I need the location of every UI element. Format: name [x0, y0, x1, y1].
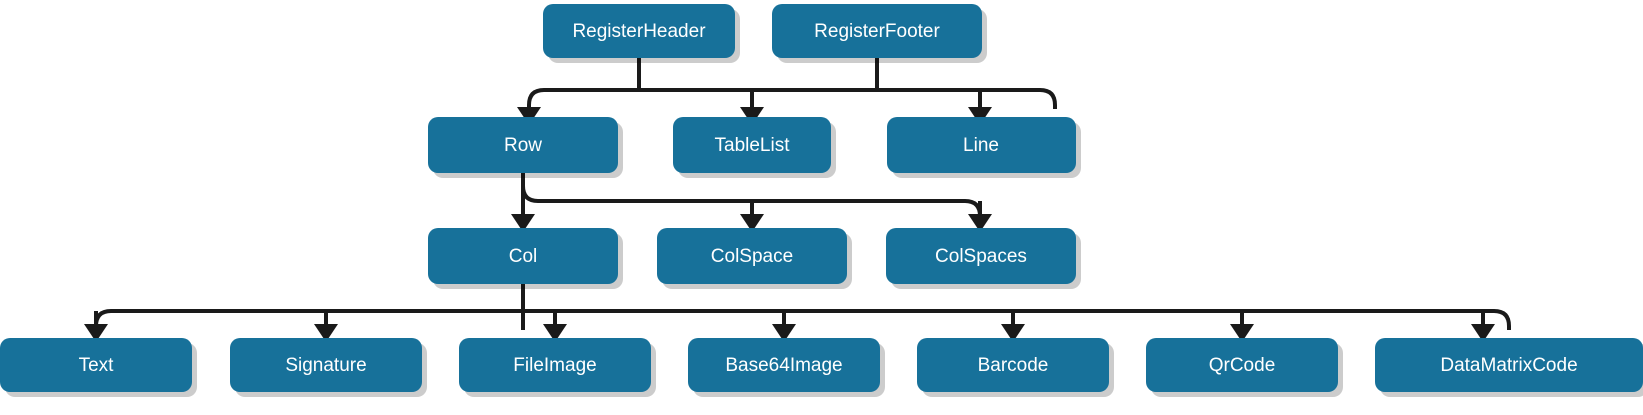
node-signature-box[interactable] — [230, 338, 422, 392]
node-col-space[interactable]: ColSpace — [657, 228, 847, 284]
node-col-box[interactable] — [428, 228, 618, 284]
edge-group-level0-to-level1 — [517, 58, 1057, 125]
arrowhead-row — [517, 107, 541, 125]
node-row-box[interactable] — [428, 117, 618, 173]
node-base64-image[interactable]: Base64Image — [688, 338, 880, 392]
node-register-header-box[interactable] — [543, 4, 735, 58]
node-col[interactable]: Col — [428, 228, 618, 284]
node-col-spaces-box[interactable] — [886, 228, 1076, 284]
node-register-footer[interactable]: RegisterFooter — [772, 4, 982, 58]
arrowhead-fileimage — [543, 324, 567, 342]
arrowhead-text — [84, 324, 108, 342]
node-register-footer-box[interactable] — [772, 4, 982, 58]
node-register-header[interactable]: RegisterHeader — [543, 4, 735, 58]
node-col-spaces[interactable]: ColSpaces — [886, 228, 1076, 284]
arrowhead-barcode — [1001, 324, 1025, 342]
node-barcode-box[interactable] — [917, 338, 1109, 392]
arrowhead-base64image — [772, 324, 796, 342]
node-text-box[interactable] — [0, 338, 192, 392]
node-base64-image-box[interactable] — [688, 338, 880, 392]
node-data-matrix-code[interactable]: DataMatrixCode — [1375, 338, 1643, 392]
arrowhead-qrcode — [1230, 324, 1254, 342]
arrowhead-colspaces — [968, 214, 992, 232]
node-file-image[interactable]: FileImage — [459, 338, 651, 392]
arrowhead-signature — [314, 324, 338, 342]
node-line[interactable]: Line — [887, 117, 1076, 173]
node-qr-code-box[interactable] — [1146, 338, 1338, 392]
edge-bus-level3 — [94, 309, 1511, 327]
node-table-list-box[interactable] — [673, 117, 831, 173]
node-data-matrix-code-box[interactable] — [1375, 338, 1643, 392]
arrowhead-tablelist — [740, 107, 764, 125]
node-signature[interactable]: Signature — [230, 338, 422, 392]
edge-group-level1-to-level2 — [511, 173, 992, 232]
node-file-image-box[interactable] — [459, 338, 651, 392]
arrowhead-col — [511, 214, 535, 232]
arrowhead-line — [968, 107, 992, 125]
node-barcode[interactable]: Barcode — [917, 338, 1109, 392]
arrowhead-datamatrixcode — [1471, 324, 1495, 342]
edge-group-level2-to-level3 — [84, 284, 1511, 342]
node-col-space-box[interactable] — [657, 228, 847, 284]
node-table-list[interactable]: TableList — [673, 117, 831, 173]
arrowhead-colspace — [740, 214, 764, 232]
node-text[interactable]: Text — [0, 338, 192, 392]
edge-bus-level1 — [527, 88, 1057, 106]
node-row[interactable]: Row — [428, 117, 618, 173]
node-line-box[interactable] — [887, 117, 1076, 173]
node-qr-code[interactable]: QrCode — [1146, 338, 1338, 392]
